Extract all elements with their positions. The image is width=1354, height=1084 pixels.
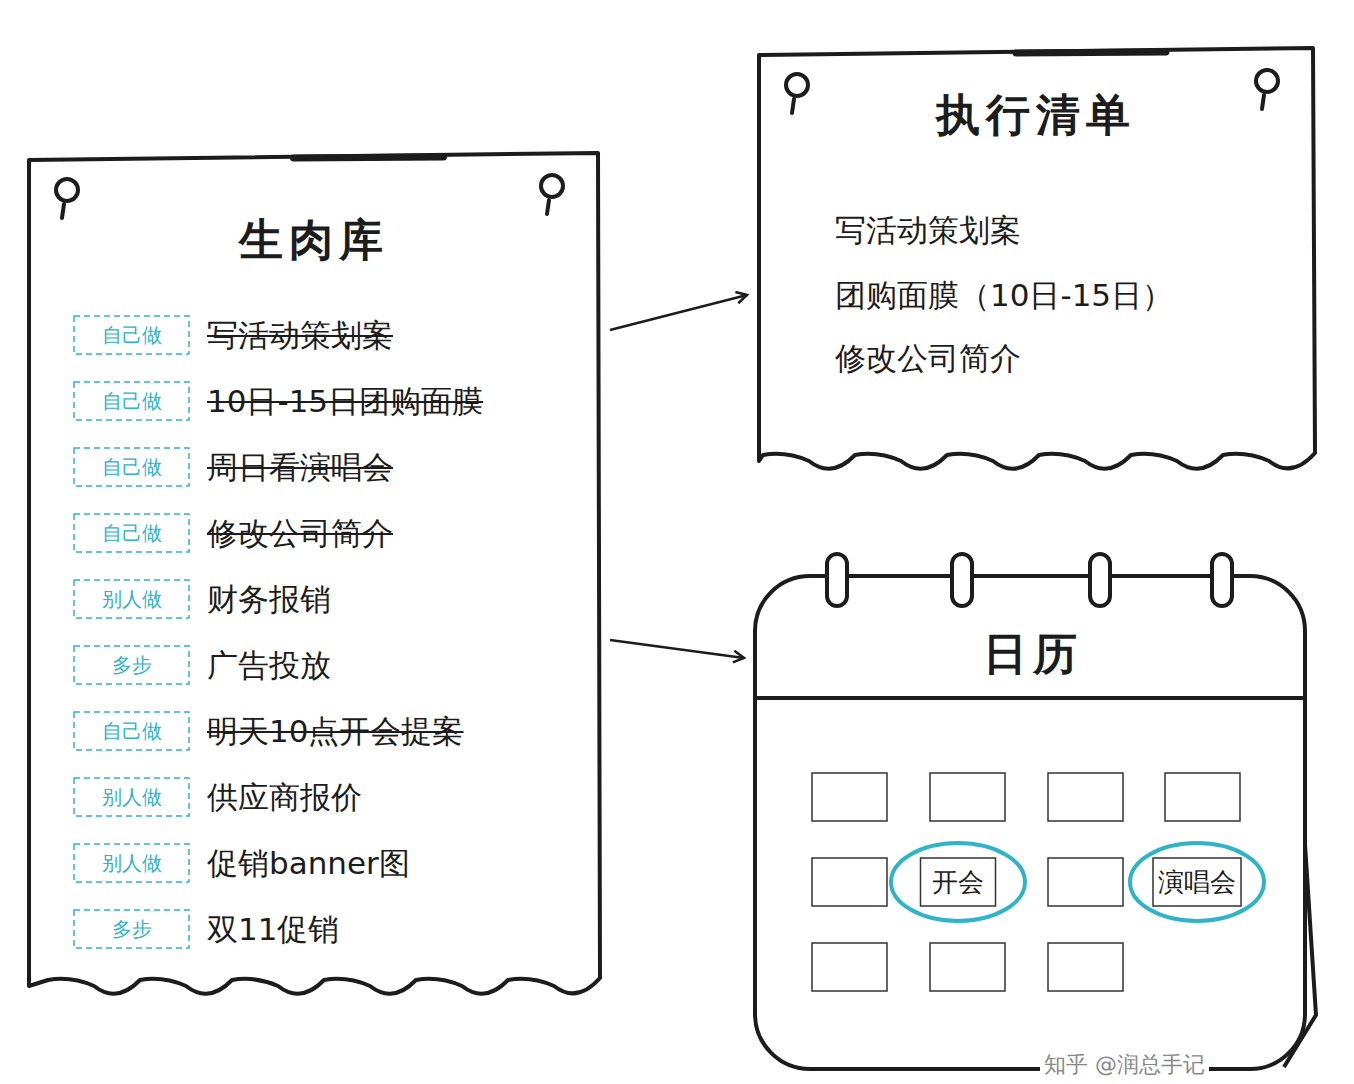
pin — [541, 175, 563, 197]
tag-label: 自己做 — [102, 323, 162, 347]
pin — [62, 204, 64, 218]
tag-label: 自己做 — [102, 521, 162, 545]
tag-outline — [74, 316, 189, 354]
tag-outline — [74, 448, 189, 486]
tag-outline — [74, 514, 189, 552]
calendar-cell — [812, 773, 887, 821]
calendar-cell — [1048, 943, 1123, 991]
task-item: 明天10点开会提案 — [207, 711, 463, 751]
sheet-title: 日历 — [983, 628, 1083, 680]
task-item: 周日看演唱会 — [207, 447, 393, 487]
task-item: 促销banner图 — [207, 843, 410, 883]
pin — [56, 179, 78, 201]
tag-box: 自己做 — [73, 513, 190, 553]
flow-arrow — [610, 640, 744, 658]
binder-ring — [952, 554, 972, 606]
tag-box: 自己做 — [73, 447, 190, 487]
tag-box: 自己做 — [73, 711, 190, 751]
pin — [1256, 70, 1278, 92]
flow-arrow — [610, 295, 747, 330]
tag-box: 多步 — [73, 645, 190, 685]
tag-outline — [74, 712, 189, 750]
task-item: 团购面膜（10日-15日） — [835, 275, 1173, 315]
tag-label: 自己做 — [102, 455, 162, 479]
circled-event: 演唱会 — [1127, 840, 1267, 924]
watermark: 知乎 @润总手记 — [1040, 1050, 1209, 1080]
tag-label: 自己做 — [102, 389, 162, 413]
tag-label: 多步 — [112, 917, 152, 941]
calendar-cell — [812, 943, 887, 991]
calendar-divider — [755, 696, 1305, 700]
task-item: 10日-15日团购面膜 — [207, 381, 483, 421]
event-label: 开会 — [932, 866, 984, 898]
tag-label: 自己做 — [102, 719, 162, 743]
tape-mark — [294, 157, 444, 158]
tag-box: 别人做 — [73, 579, 190, 619]
task-item: 修改公司简介 — [835, 338, 1021, 378]
calendar-cell — [812, 858, 887, 906]
tag-label: 别人做 — [102, 587, 162, 611]
task-item: 修改公司简介 — [207, 513, 393, 553]
pin — [547, 200, 549, 214]
task-item: 财务报销 — [207, 579, 331, 619]
tag-label: 多步 — [112, 653, 152, 677]
calendar-cell — [1165, 773, 1240, 821]
tag-label: 别人做 — [102, 785, 162, 809]
calendar-cell — [930, 773, 1005, 821]
tape-mark — [1016, 52, 1166, 53]
binder-ring — [1090, 554, 1110, 606]
tag-label: 别人做 — [102, 851, 162, 875]
task-item: 双11促销 — [207, 909, 339, 949]
pin — [1262, 95, 1264, 109]
task-item: 写活动策划案 — [835, 210, 1021, 250]
tag-outline — [74, 646, 189, 684]
calendar: 日历开会 演唱会 — [752, 548, 1314, 1075]
calendar-outline — [755, 576, 1305, 1069]
task-item: 写活动策划案 — [207, 315, 393, 355]
calendar-cell — [930, 943, 1005, 991]
shape-outline — [752, 548, 1314, 1075]
tag-box: 别人做 — [73, 843, 190, 883]
calendar-cell — [1048, 773, 1123, 821]
tag-box: 多步 — [73, 909, 190, 949]
highlight-circle — [891, 843, 1025, 921]
pin — [792, 99, 794, 113]
sheet-outline — [759, 48, 1315, 469]
paper-sheet: 生肉库写活动策划案 10日-15日团购面膜周日看演唱会修改公司简介财务报销广告投放… — [25, 150, 602, 1022]
tag-box: 别人做 — [73, 777, 190, 817]
task-item: 供应商报价 — [207, 777, 362, 817]
pin — [786, 74, 808, 96]
sheet-title: 生肉库 — [239, 214, 389, 266]
tag-outline — [74, 778, 189, 816]
tag-box: 自己做 — [73, 381, 190, 421]
tag-box: 自己做 — [73, 315, 190, 355]
tag-outline — [74, 382, 189, 420]
highlight-circle — [1130, 843, 1264, 921]
binder-ring — [1212, 554, 1232, 606]
sheet-title: 执行清单 — [936, 89, 1136, 141]
calendar-cell — [1153, 858, 1241, 906]
task-item: 广告投放 — [207, 645, 331, 685]
paper-sheet: 执行清单写活动策划案团购面膜（10日-15日） 修改公司简介 — [755, 45, 1317, 497]
tag-outline — [74, 844, 189, 882]
calendar-cell — [1048, 858, 1123, 906]
calendar-cell — [921, 858, 996, 906]
event-label: 演唱会 — [1158, 866, 1236, 898]
circled-event: 开会 — [888, 840, 1028, 924]
tag-outline — [74, 910, 189, 948]
tag-outline — [74, 580, 189, 618]
binder-ring — [827, 554, 847, 606]
sheet-outline — [29, 153, 600, 994]
